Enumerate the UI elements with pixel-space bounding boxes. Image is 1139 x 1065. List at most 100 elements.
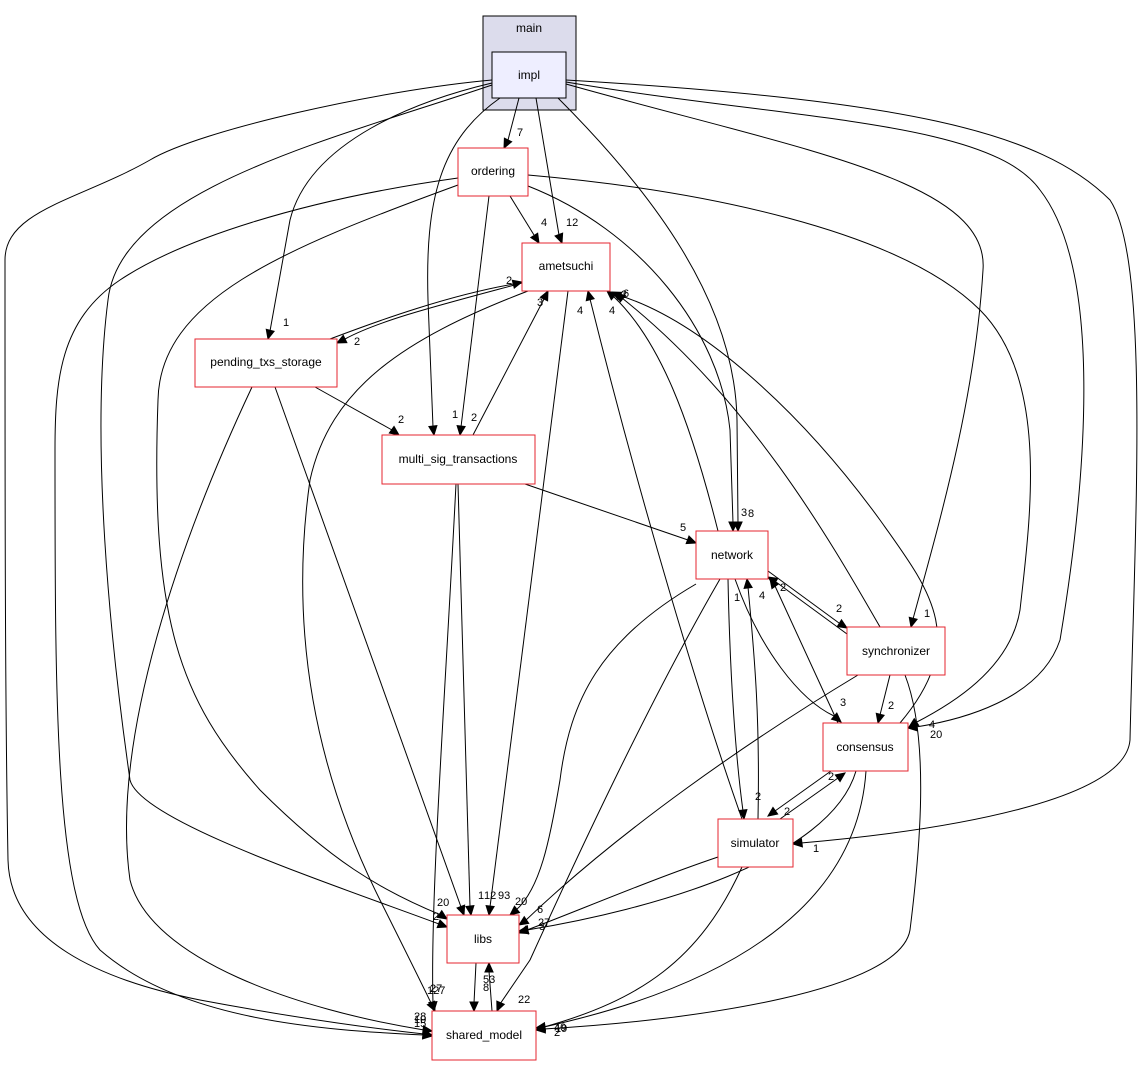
edge-arrowhead <box>469 1001 479 1013</box>
edge-arrowhead <box>834 772 846 783</box>
edge-label[interactable]: 1 <box>924 608 930 620</box>
node-impl[interactable]: impl <box>491 51 567 99</box>
node-shared-model[interactable]: shared_model <box>431 1010 537 1061</box>
edge-label[interactable]: 27 <box>430 983 442 995</box>
edge-label[interactable]: 1 <box>452 409 458 421</box>
node-simulator-label: simulator <box>731 836 780 850</box>
edge-line <box>767 570 840 624</box>
edge-line <box>329 283 515 340</box>
edge-ametsuchi-to-libs: 12 <box>484 290 569 917</box>
edge-label[interactable]: 20 <box>437 897 449 909</box>
edge-label[interactable]: 3 <box>539 921 545 933</box>
edge-impl-to-consensus: 4 <box>565 81 1085 732</box>
edge-arrowhead <box>503 137 513 150</box>
edge-label[interactable]: 22 <box>518 994 530 1006</box>
edge-line <box>473 962 477 1004</box>
edge-label[interactable]: 27 <box>538 917 550 929</box>
edge-line <box>774 770 832 812</box>
edge-label[interactable]: 2 <box>554 1027 560 1039</box>
edge-ordering-to-libs: 2 <box>156 184 459 923</box>
edge-label[interactable]: 2 <box>888 700 894 712</box>
edge-label[interactable]: 93 <box>498 890 510 902</box>
edge-label[interactable]: 2 <box>354 336 360 348</box>
edge-label[interactable]: 3 <box>537 297 543 309</box>
edge-label[interactable]: 10 <box>414 1014 426 1026</box>
edge-arrowhead <box>539 289 549 302</box>
edge-impl-to-network: 8 <box>557 97 754 533</box>
edge-simulator-to-libs: 27 <box>517 856 719 935</box>
edge-label[interactable]: 2 <box>398 414 404 426</box>
edge-label[interactable]: 1 <box>478 890 484 902</box>
edge-arrowhead <box>610 291 623 301</box>
edge-label[interactable]: 40 <box>554 1022 566 1034</box>
edge-network-to-shared-model: 22 <box>496 578 721 1013</box>
edge-label[interactable]: 6 <box>623 288 629 300</box>
edge-pending-txs-storage-to-libs: 1 <box>274 386 484 917</box>
edge-label[interactable]: 8 <box>483 982 489 994</box>
node-network[interactable]: network <box>695 530 769 580</box>
edge-label[interactable]: 4 <box>577 305 583 317</box>
edge-label[interactable]: 28 <box>414 1011 426 1023</box>
edge-label[interactable]: 2 <box>780 582 786 594</box>
edge-line <box>126 386 425 1031</box>
edge-consensus-to-network: 4 <box>759 578 839 724</box>
edge-label[interactable]: 2 <box>784 806 790 818</box>
edge-label[interactable]: 20 <box>515 896 527 908</box>
node-ametsuchi[interactable]: ametsuchi <box>521 242 611 292</box>
edge-label[interactable]: 2 <box>828 771 834 783</box>
edge-label[interactable]: 19 <box>555 1023 567 1035</box>
edge-label[interactable]: 53 <box>483 974 495 986</box>
node-synchronizer[interactable]: synchronizer <box>846 626 946 676</box>
node-multi-sig-transactions[interactable]: multi_sig_transactions <box>381 434 536 485</box>
edge-label[interactable]: 2 <box>433 911 439 923</box>
node-ametsuchi-label: ametsuchi <box>539 259 594 273</box>
edge-line <box>100 84 493 925</box>
node-libs[interactable]: libs <box>446 914 520 964</box>
edge-ordering-to-consensus: 20 <box>527 174 1031 741</box>
edge-label[interactable]: 3 <box>741 507 747 519</box>
edge-label[interactable]: 4 <box>759 590 765 602</box>
edge-label[interactable]: 127 <box>427 985 445 997</box>
node-consensus[interactable]: consensus <box>822 722 909 772</box>
edge-network-to-synchronizer: 2 <box>767 570 849 629</box>
edge-multi-sig-transactions-to-shared-model: 27 <box>428 483 457 1013</box>
edge-label[interactable]: 5 <box>680 522 686 534</box>
edge-label[interactable]: 2 <box>836 603 842 615</box>
edge-label[interactable]: 1 <box>813 843 819 855</box>
edge-label[interactable]: 12 <box>566 217 578 229</box>
node-pending-txs-storage[interactable]: pending_txs_storage <box>194 338 338 388</box>
edge-label[interactable]: 3 <box>840 697 846 709</box>
edge-label[interactable]: 12 <box>484 890 496 902</box>
edge-label[interactable]: 4 <box>929 719 935 731</box>
edge-label[interactable]: 6 <box>537 904 543 916</box>
edge-line <box>565 81 1085 728</box>
edge-line <box>432 483 457 1004</box>
edge-line <box>734 578 835 717</box>
node-ordering[interactable]: ordering <box>457 147 529 197</box>
edge-ordering-to-multi-sig-transactions: 2 <box>456 195 490 437</box>
edge-arrowhead <box>421 1025 434 1035</box>
edge-network-to-simulator: 2 <box>727 578 761 821</box>
node-simulator[interactable]: simulator <box>717 818 794 868</box>
edge-label[interactable]: 8 <box>748 508 754 520</box>
edge-label[interactable]: 2 <box>471 412 477 424</box>
edge-label[interactable]: 2 <box>621 289 627 301</box>
edge-pending-txs-storage-to-shared-model: 10 <box>126 386 434 1035</box>
edge-label[interactable]: 20 <box>930 729 942 741</box>
edge-consensus-to-libs: 3 <box>517 770 857 935</box>
edge-label[interactable]: 4 <box>609 305 615 317</box>
edge-network-to-libs: 20 <box>509 583 697 916</box>
edge-arrowhead <box>791 838 804 848</box>
edge-synchronizer-to-libs: 6 <box>517 674 859 926</box>
edge-label[interactable]: 1 <box>283 317 289 329</box>
edge-label[interactable]: 2 <box>506 275 512 287</box>
edge-simulator-to-network: 1 <box>734 577 759 820</box>
edge-label[interactable]: 7 <box>517 127 523 139</box>
edge-line <box>526 770 857 931</box>
edge-line <box>514 583 697 912</box>
edge-label[interactable]: 4 <box>541 217 547 229</box>
edge-arrowhead <box>436 919 449 929</box>
edge-label[interactable]: 1 <box>734 592 740 604</box>
edge-arrowhead <box>265 328 275 341</box>
